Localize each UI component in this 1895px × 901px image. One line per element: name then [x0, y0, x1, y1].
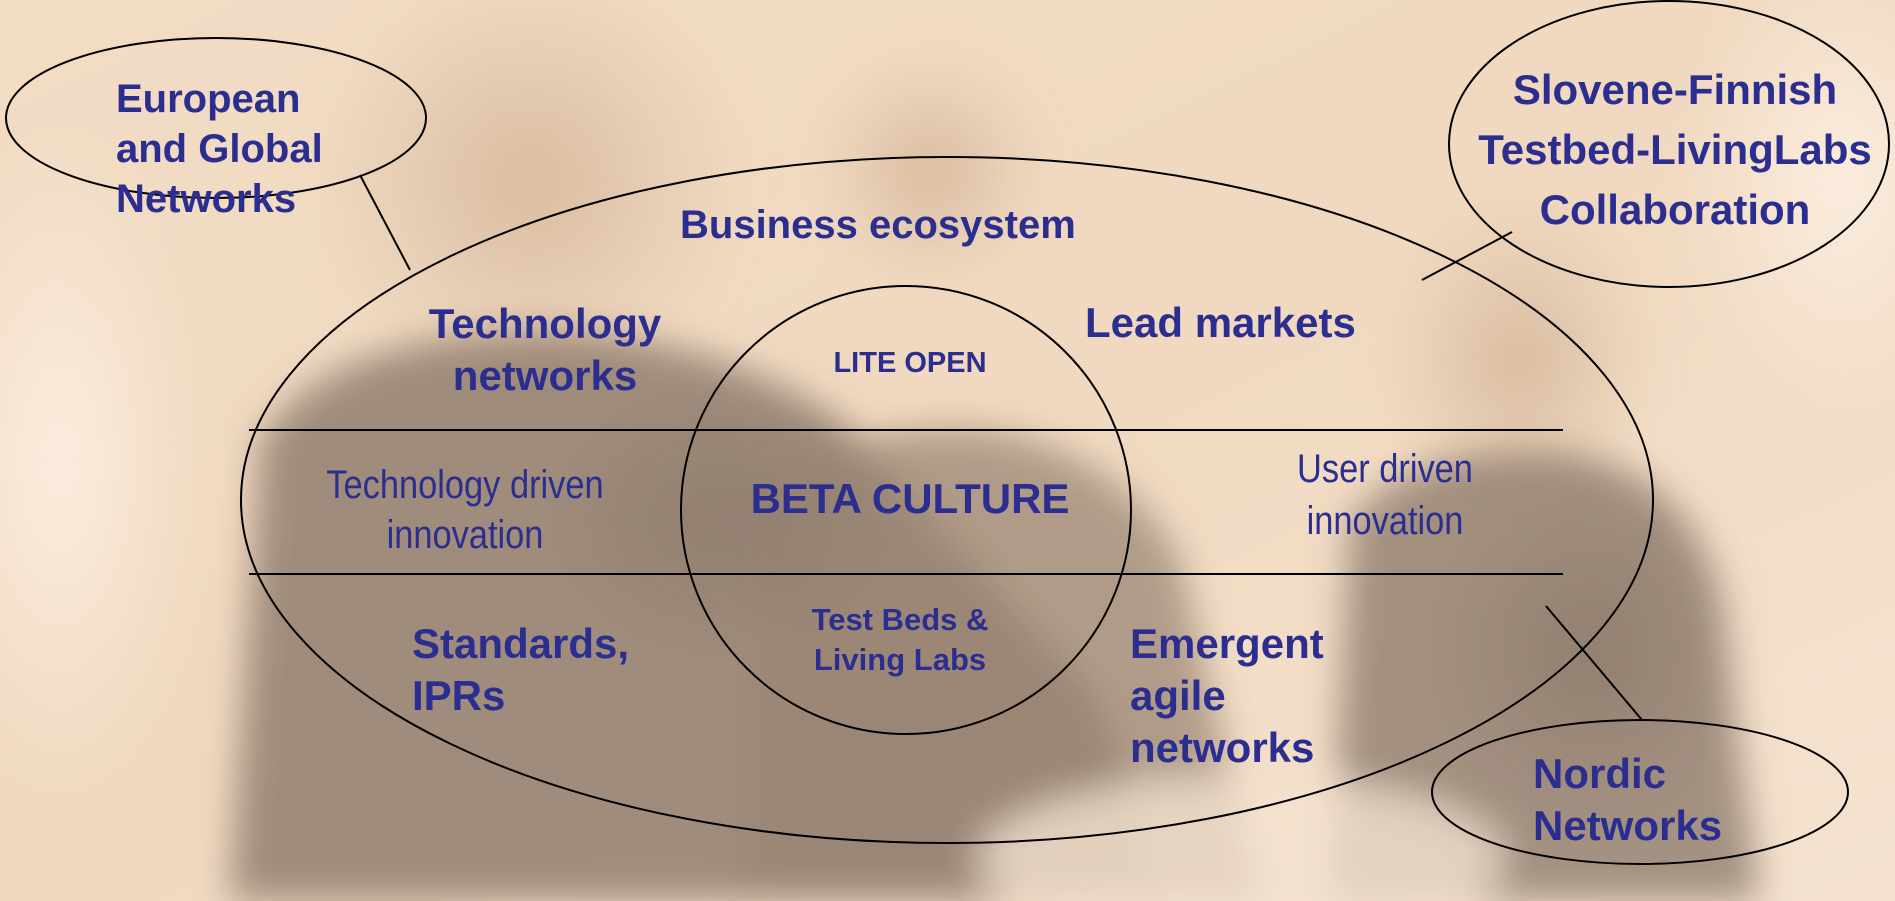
european-networks-ellipse	[5, 37, 427, 199]
lite-open-label: LITE OPEN	[833, 347, 987, 379]
beta-culture-label: BETA CULTURE	[750, 475, 1070, 522]
business-ecosystem-title: Business ecosystem	[680, 203, 1076, 247]
lead-markets-label: Lead markets	[1085, 299, 1356, 346]
beta-culture-circle	[680, 285, 1132, 735]
slovene-connector-line	[1421, 231, 1513, 281]
european-global-networks-label: European and Global Networks	[116, 77, 323, 221]
nordic-networks-ellipse	[1431, 719, 1849, 865]
technology-networks-label: Technology networks	[428, 300, 662, 399]
slovene-finnish-ellipse	[1448, 0, 1890, 288]
nordic-connector-line	[1545, 605, 1643, 721]
emergent-agile-networks-label: Emergent agile networks	[1130, 620, 1324, 771]
user-driven-innovation-label: User driven innovation	[1297, 447, 1473, 543]
test-beds-living-labs-label: Test Beds & Living Labs	[811, 602, 989, 677]
technology-driven-innovation-label: Technology driven innovation	[326, 463, 604, 557]
european-connector-line	[359, 174, 411, 271]
slovene-finnish-collaboration-label: Slovene-Finnish Testbed-LivingLabs Colla…	[1478, 66, 1872, 233]
standards-iprs-label: Standards, IPRs	[412, 620, 630, 719]
business-ecosystem-ellipse	[240, 156, 1654, 844]
nordic-networks-label: Nordic Networks	[1533, 750, 1723, 849]
